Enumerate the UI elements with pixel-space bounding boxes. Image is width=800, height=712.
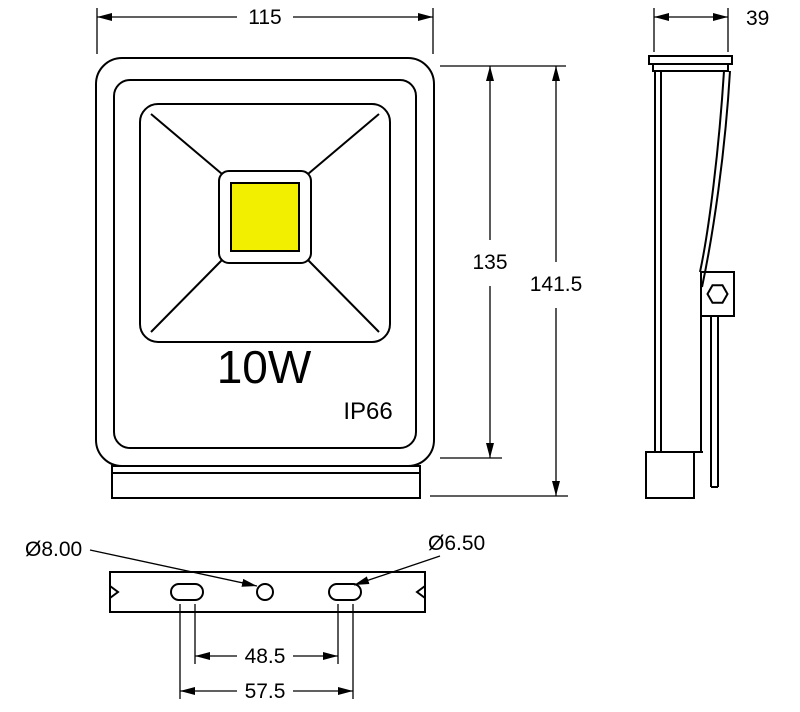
width-dim-label: 115: [248, 6, 281, 29]
slot-center-spacing-label: 48.5: [245, 645, 286, 668]
right-notch: [415, 585, 426, 599]
hex-bolt-icon: [706, 284, 729, 304]
leader-line-slot-hole: [353, 555, 441, 586]
reflector: [139, 103, 391, 343]
dim-spacing-57-5: [179, 604, 354, 699]
top-flange-outer: [648, 55, 733, 65]
dimension-labels: 115 135 141.5 39 Ø8.00 Ø6.50 48.5 57.5: [25, 6, 769, 703]
back-curve-inner: [699, 70, 725, 273]
right-slot-hole: [328, 583, 362, 601]
depth-dim-label: 39: [746, 7, 769, 30]
wattage-label: 10W: [217, 341, 312, 393]
slot-outer-spacing-label: 57.5: [245, 680, 286, 703]
dim-spacing-48-5: [194, 604, 339, 664]
dim-width-115: [96, 8, 434, 54]
mounting-base-front: [111, 465, 421, 499]
center-hole: [256, 583, 274, 601]
top-flange-inner: [652, 63, 729, 72]
overall-height-dim-label: 141.5: [530, 273, 583, 296]
reflector-line: [307, 259, 380, 333]
reflector-line: [150, 259, 223, 333]
reflector-line: [307, 113, 380, 175]
led-frame: [218, 170, 312, 264]
bottom-view: [109, 571, 426, 613]
center-hole-dia-label: Ø8.00: [25, 538, 82, 561]
slot-hole-dia-label: Ø6.50: [428, 532, 485, 555]
bracket-boss: [700, 271, 735, 317]
dimension-annotations: [89, 8, 729, 699]
front-view: [95, 57, 435, 499]
reflector-line: [150, 113, 223, 175]
body-height-dim-label: 135: [472, 251, 507, 274]
side-view: [645, 55, 735, 499]
left-notch: [109, 585, 120, 599]
base-side: [645, 451, 695, 499]
dim-depth-39: [653, 8, 729, 52]
dim-heights: [430, 65, 568, 497]
back-curve-outer: [701, 70, 731, 288]
housing-inner-frame: [113, 79, 417, 449]
mounting-plate: [109, 571, 426, 613]
leader-line-center-hole: [89, 549, 258, 587]
led-chip: [230, 182, 300, 252]
left-slot-hole: [170, 583, 204, 601]
ip-rating-label: IP66: [343, 398, 392, 425]
